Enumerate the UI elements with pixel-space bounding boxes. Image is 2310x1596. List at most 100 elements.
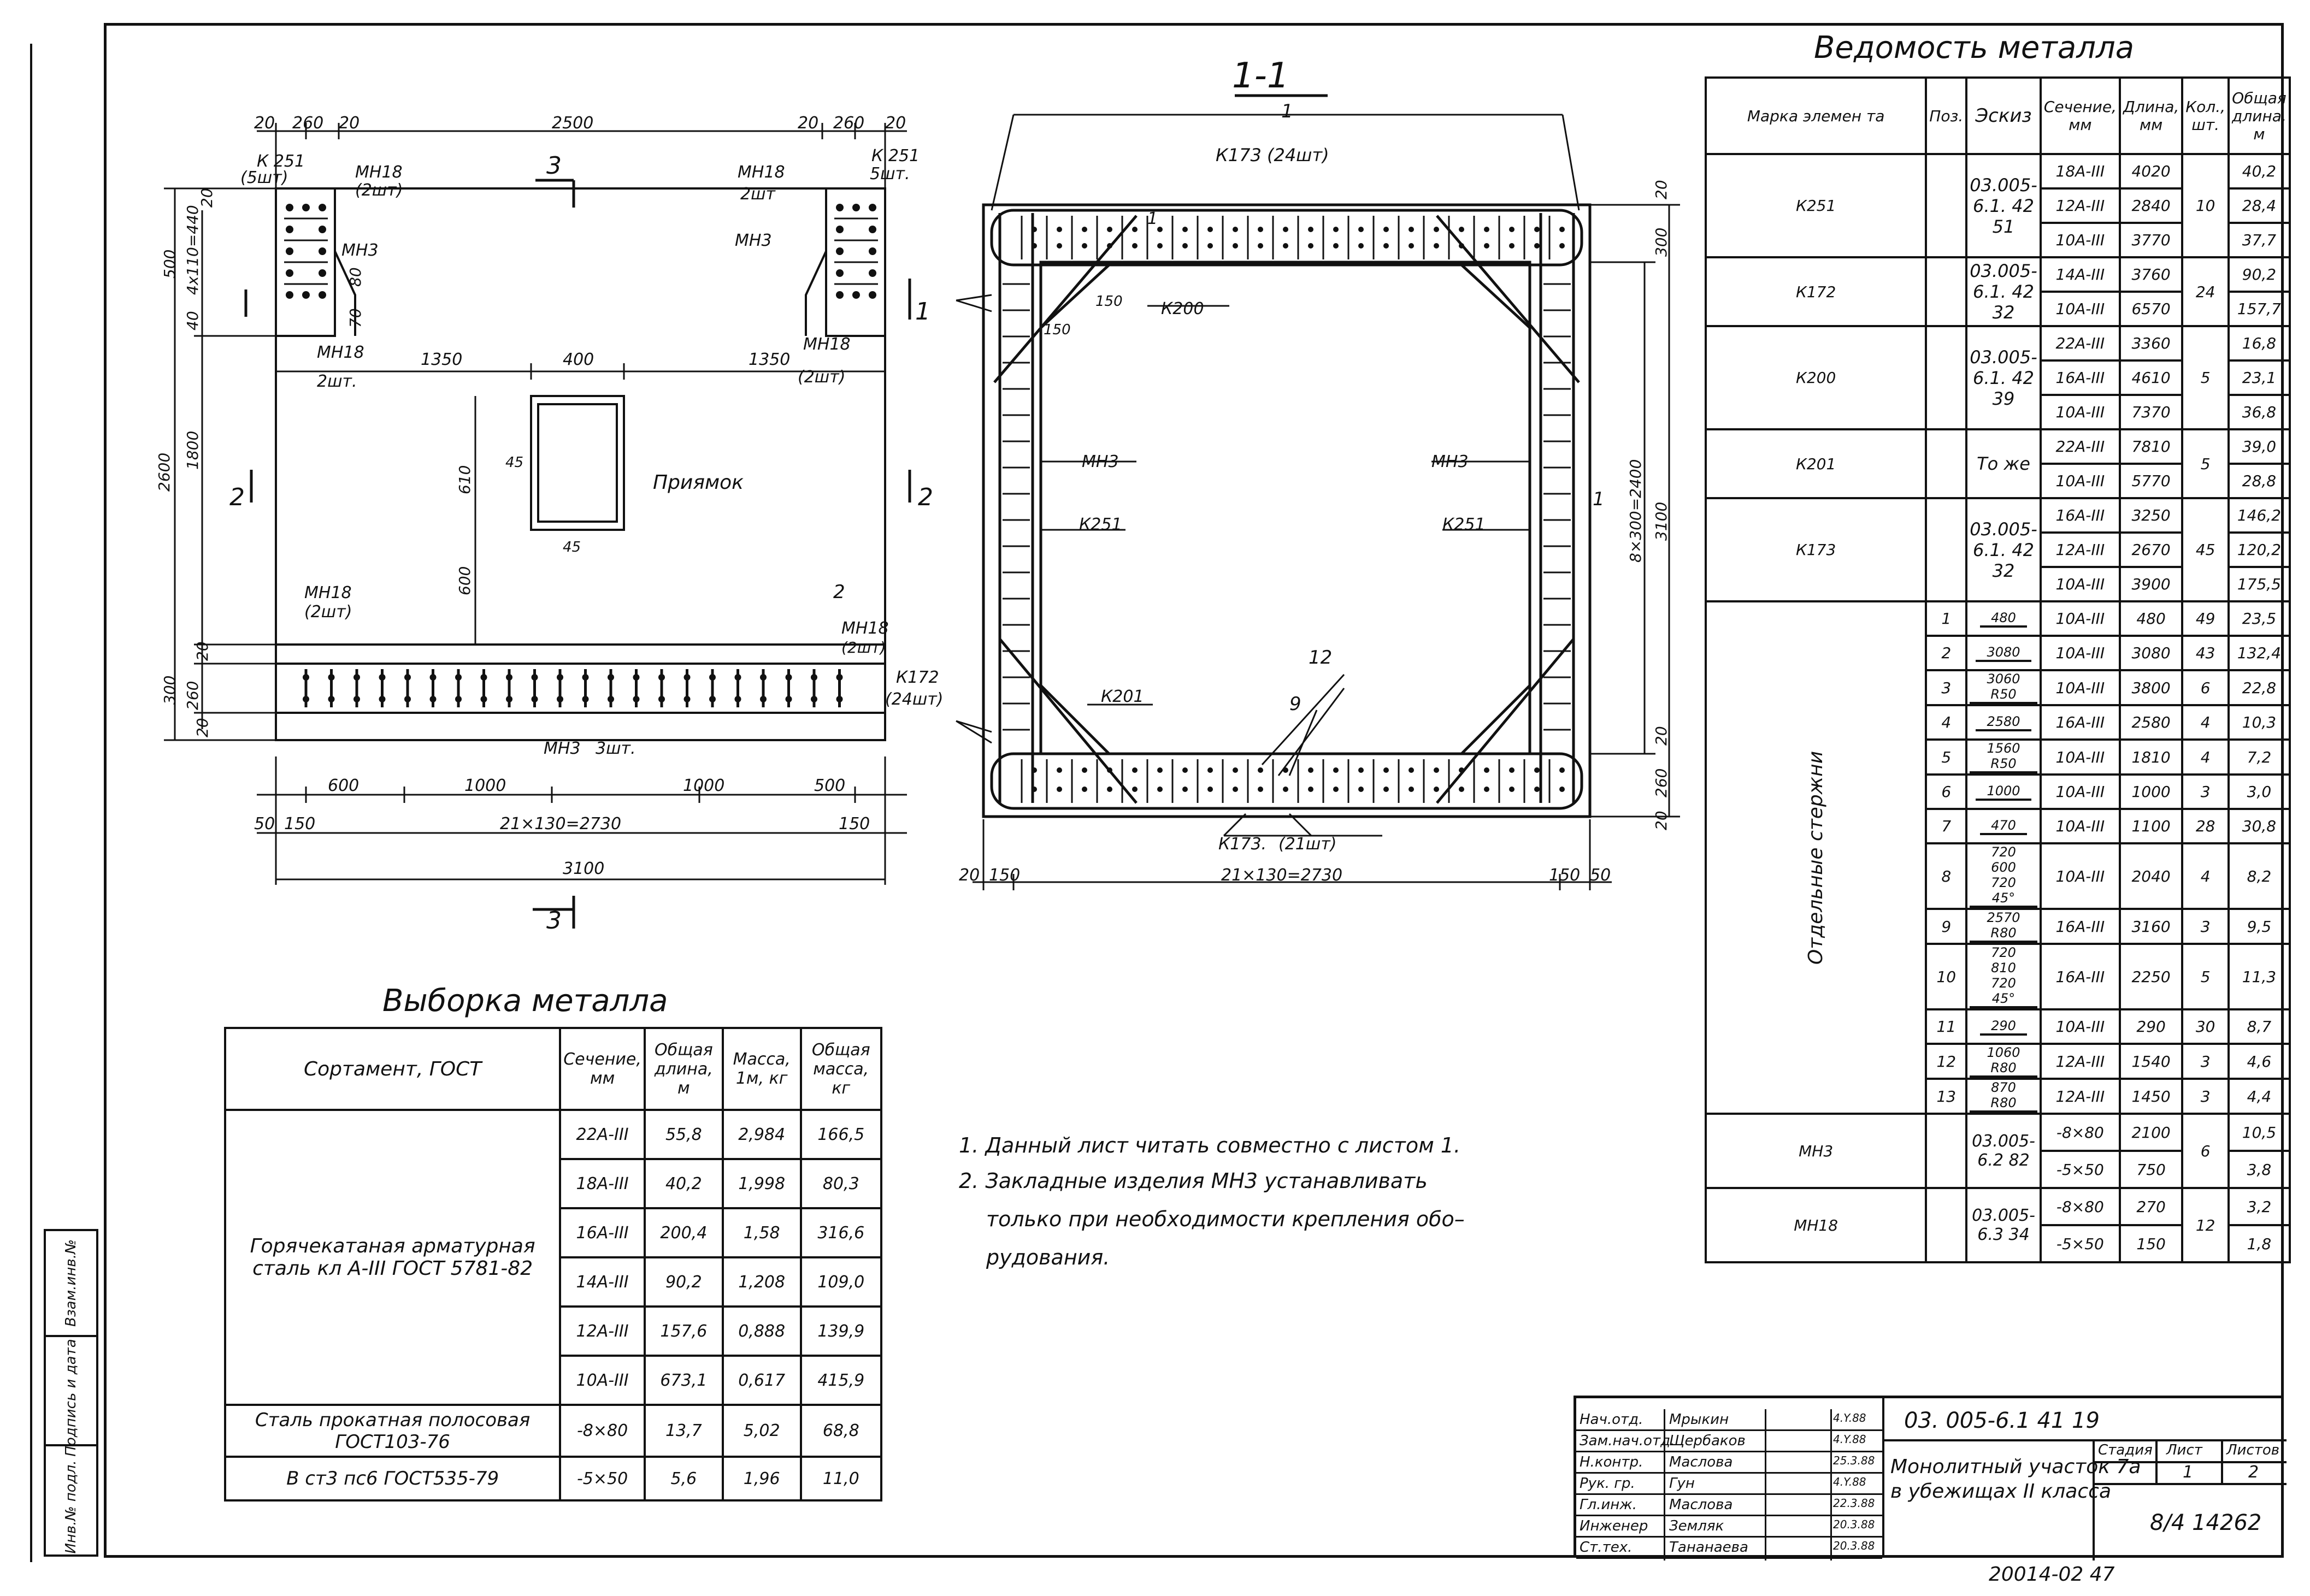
rebar-dot: [1509, 243, 1515, 249]
rebar-dot: [582, 696, 589, 702]
rebar-dot: [1484, 243, 1489, 249]
label-mn3: МН3: [544, 739, 581, 758]
rebar-dot: [1032, 243, 1037, 249]
dim-20: 20: [1652, 180, 1670, 199]
rebar-dot: [1484, 227, 1489, 232]
dim-45: 45: [563, 539, 581, 555]
stamp-person: Маслова: [1669, 1497, 1733, 1513]
cell-section: 10А-III: [2039, 1008, 2121, 1045]
stamp-date: 4.Y.88: [1833, 1411, 1866, 1424]
cell-total: 28,8: [2228, 463, 2291, 499]
cell-section: 10А-III: [2039, 808, 2121, 844]
rebar-dot: [1258, 787, 1263, 792]
cell-value: 80,3: [799, 1158, 883, 1209]
rebar-dot: [1132, 767, 1138, 773]
cell-section: 12А-III: [2039, 531, 2121, 568]
cell-qty: 6: [2181, 669, 2230, 706]
cell-value: 90,2: [643, 1256, 724, 1308]
label-mark-12: 12: [1309, 647, 1332, 669]
rebar-dot: [1559, 787, 1565, 792]
cell-value: 5,02: [721, 1404, 802, 1458]
cell-length: 2670: [2118, 531, 2184, 568]
label-mn18-count: (2шт): [841, 639, 886, 657]
rebar-dot: [1333, 227, 1339, 232]
cell-section: 10А-III: [2039, 600, 2121, 637]
dim-20: 20: [193, 641, 211, 661]
cell-value: 0,888: [721, 1305, 802, 1357]
dim-21x130: 21×130=2730: [1221, 866, 1342, 885]
rod-sketch: 1560 R50: [1970, 741, 2037, 773]
rebar-dot: [658, 674, 665, 681]
rebar-dot: [1182, 227, 1188, 232]
rebar-dot: [1182, 787, 1188, 792]
cell-mark: К200: [1704, 325, 1928, 430]
dim-260: 260: [292, 114, 323, 133]
rod-sketch: 2570 R80: [1970, 910, 2037, 943]
note-2-cont: только при необходимости крепления обо–: [986, 1207, 1465, 1231]
cell-value: 12А-III: [559, 1305, 646, 1357]
stamp-date: 4.Y.88: [1833, 1475, 1866, 1488]
sheets-total: 2: [2248, 1463, 2259, 1482]
rebar-dot: [1308, 243, 1313, 249]
cell-section: 10А-III: [2039, 222, 2121, 258]
rebar-dot: [1434, 787, 1439, 792]
section-marker-2: 2: [229, 483, 245, 511]
cell-pos: 11: [1925, 1008, 1968, 1045]
rebar-dot: [1534, 767, 1540, 773]
cell-section: 14А-III: [2039, 256, 2121, 293]
rebar-dot: [785, 696, 792, 702]
rebar-dot: [709, 674, 716, 681]
dim-20: 20: [254, 114, 275, 133]
cell-qty: 28: [2181, 808, 2230, 844]
header-length: Длина, мм: [2118, 76, 2184, 155]
rebar-dot: [1534, 787, 1540, 792]
cell-value: 40,2: [643, 1158, 724, 1209]
cell-qty: 5: [2181, 325, 2230, 430]
rebar-dot: [1233, 767, 1238, 773]
rebar-dot: [1459, 787, 1464, 792]
rebar-dot: [557, 696, 563, 702]
cell-pos: [1925, 256, 1968, 327]
cell-qty: 49: [2181, 600, 2230, 637]
cell-pos: [1925, 497, 1968, 602]
rebar-dot: [1358, 227, 1364, 232]
cell-length: 480: [2118, 600, 2184, 637]
cell-qty: 3: [2181, 1078, 2230, 1115]
stamp-role: Гл.инж.: [1580, 1497, 1637, 1513]
cell-section: 12А-III: [2039, 187, 2121, 224]
cell-length: 3360: [2118, 325, 2184, 362]
rebar-dot: [683, 696, 691, 702]
note-2: 2. Закладные изделия МН3 устанавливать: [959, 1169, 1428, 1193]
cell-section: 10А-III: [2039, 738, 2121, 776]
label-k251: К251: [1079, 515, 1122, 534]
cell-section: 16А-III: [2039, 943, 2121, 1010]
cell-pos: 10: [1925, 943, 1968, 1010]
header-total-mass: Общая масса, кг: [799, 1027, 883, 1111]
cell-value: 10А-III: [559, 1355, 646, 1406]
rod-sketch: 720 600 720 45°: [1970, 844, 2037, 908]
dim-500: 500: [814, 776, 845, 795]
cell-section: 12А-III: [2039, 1043, 2121, 1080]
rebar-dot: [1082, 227, 1087, 232]
rod-sketch: 480: [1980, 610, 2027, 628]
cell-total: 3,8: [2228, 1150, 2291, 1189]
cell-pos: 3: [1925, 669, 1968, 706]
rebar-dot: [353, 696, 360, 702]
rebar-dot: [1409, 243, 1414, 249]
organization-code: 8/4 14262: [2150, 1510, 2262, 1535]
rebar-dot: [379, 696, 386, 702]
rebar-dot: [1358, 767, 1364, 773]
dim-260: 260: [184, 681, 202, 710]
